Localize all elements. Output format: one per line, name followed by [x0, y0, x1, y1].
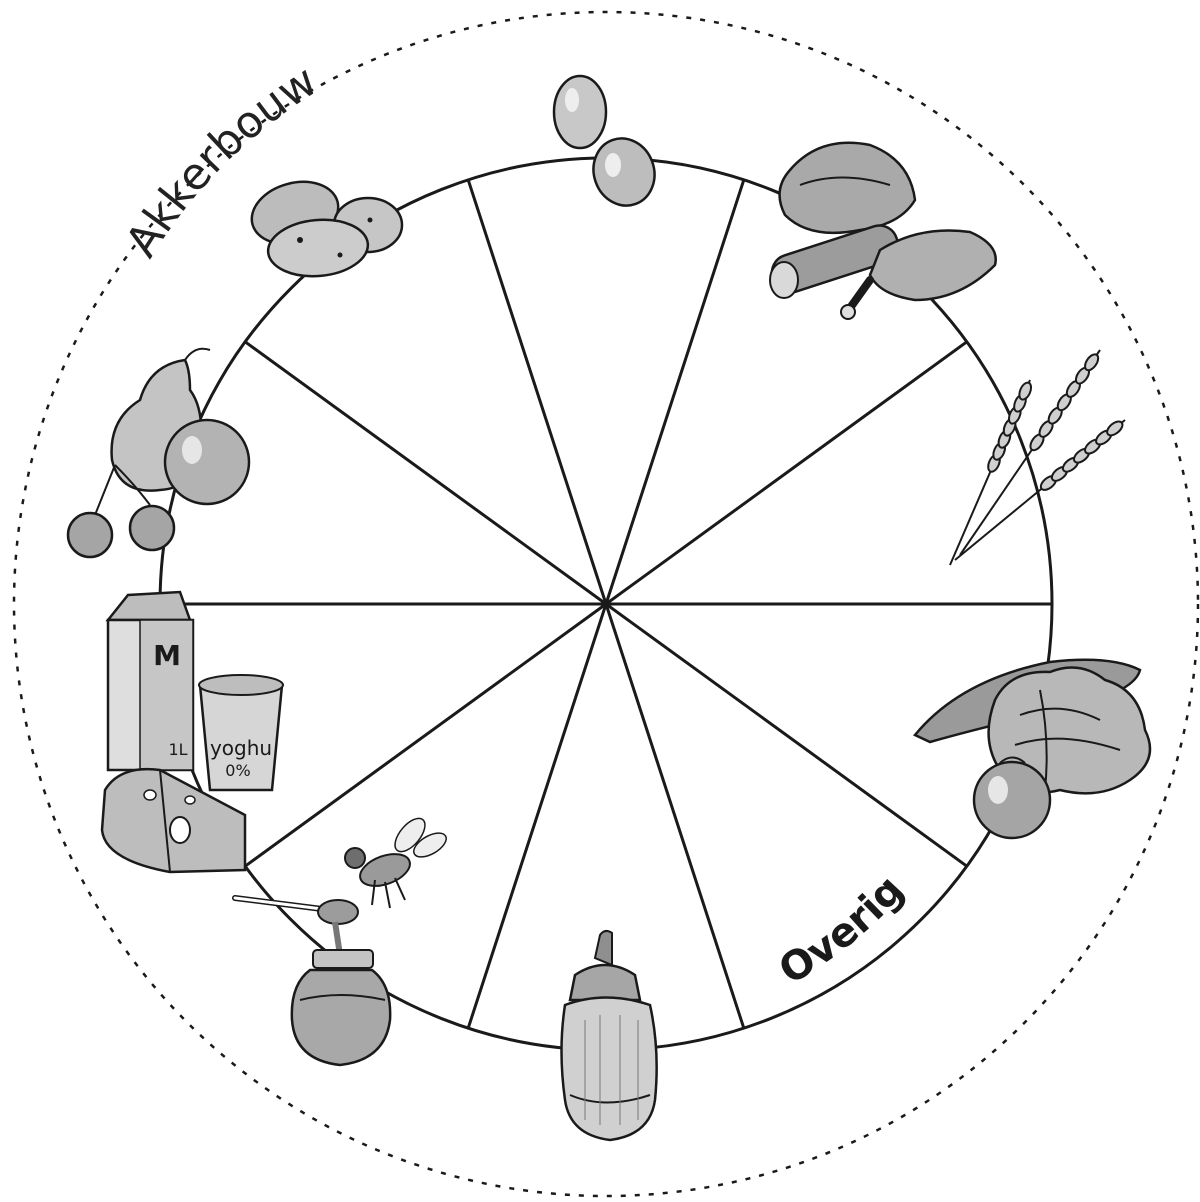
wheat-kernel [1082, 352, 1100, 373]
yoghurt-text: yoghu [210, 736, 272, 760]
milk-volume: 1L [168, 740, 187, 759]
wheat-kernel [1017, 381, 1033, 401]
milk-letter: M [153, 639, 181, 672]
wheat-kernel [1105, 419, 1125, 438]
yoghurt-fat: 0% [225, 761, 250, 780]
